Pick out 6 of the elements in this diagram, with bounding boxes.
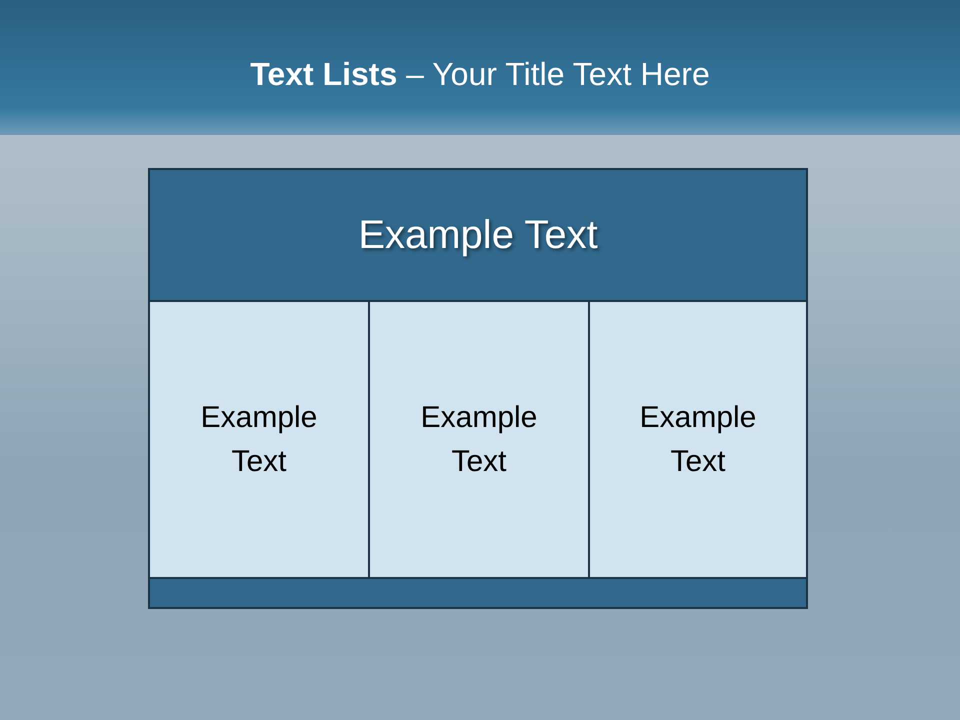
header-box: Example Text xyxy=(148,168,808,302)
content-box: Example Text xyxy=(148,300,370,579)
content-box: Example Text xyxy=(368,300,590,579)
slide-title: Text Lists – Your Title Text Here xyxy=(249,55,711,94)
content-box: Example Text xyxy=(588,300,808,579)
footer-bar xyxy=(148,577,808,609)
